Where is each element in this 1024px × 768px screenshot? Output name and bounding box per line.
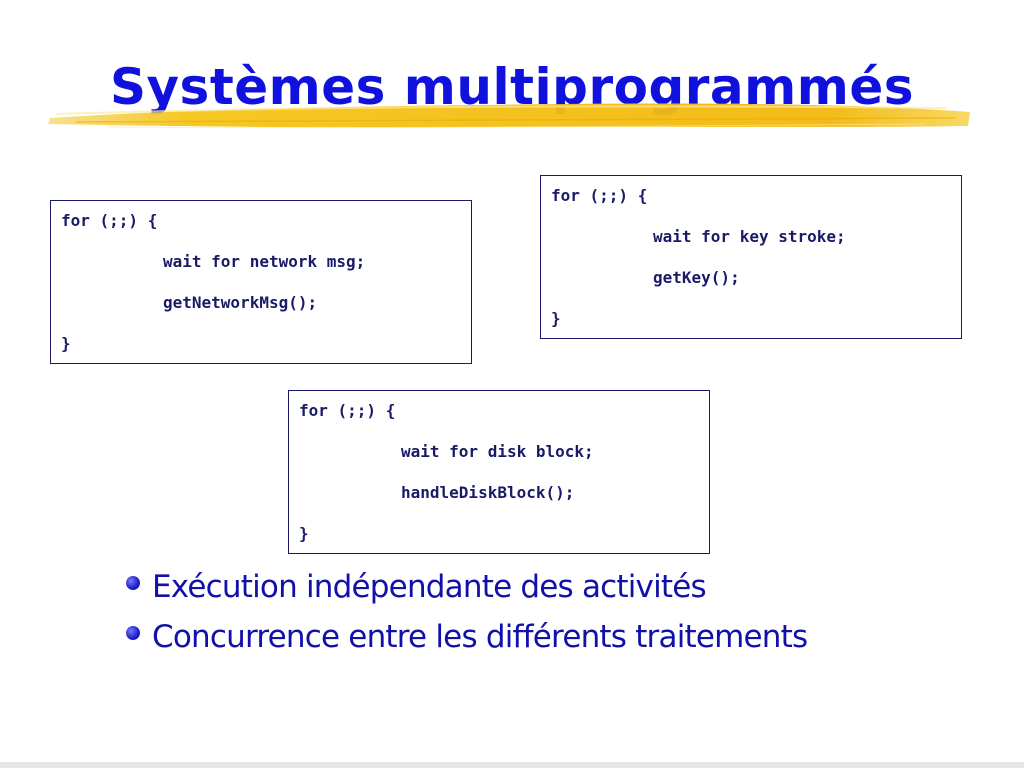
highlighter-stroke: [48, 103, 970, 129]
bullet-list: Exécution indépendante des activités Con…: [122, 562, 808, 662]
bullet-item: Exécution indépendante des activités: [122, 562, 807, 612]
code-line: wait for key stroke;: [653, 227, 846, 246]
bullet-text: Exécution indépendante des activités: [152, 569, 707, 605]
code-block-disk: for (;;) { wait for disk block; handleDi…: [288, 390, 710, 554]
code-line: }: [61, 334, 71, 353]
code-line: for (;;) {: [551, 186, 648, 205]
bullet-icon: [126, 626, 140, 640]
code-block-keyboard: for (;;) { wait for key stroke; getKey()…: [540, 175, 962, 339]
code-line: handleDiskBlock();: [401, 483, 575, 502]
code-line: getKey();: [653, 268, 740, 287]
code-line: wait for disk block;: [401, 442, 594, 461]
footer-divider: [0, 762, 1024, 768]
code-line: for (;;) {: [299, 401, 396, 420]
bullet-text: Concurrence entre les différents traitem…: [152, 619, 808, 655]
code-line: wait for network msg;: [163, 252, 366, 271]
code-line: }: [299, 524, 309, 543]
code-block-network: for (;;) { wait for network msg; getNetw…: [50, 200, 472, 364]
bullet-item: Concurrence entre les différents traitem…: [122, 612, 808, 662]
code-line: }: [551, 309, 561, 328]
bullet-icon: [126, 576, 140, 590]
code-line: for (;;) {: [61, 211, 158, 230]
code-line: getNetworkMsg();: [163, 293, 318, 312]
